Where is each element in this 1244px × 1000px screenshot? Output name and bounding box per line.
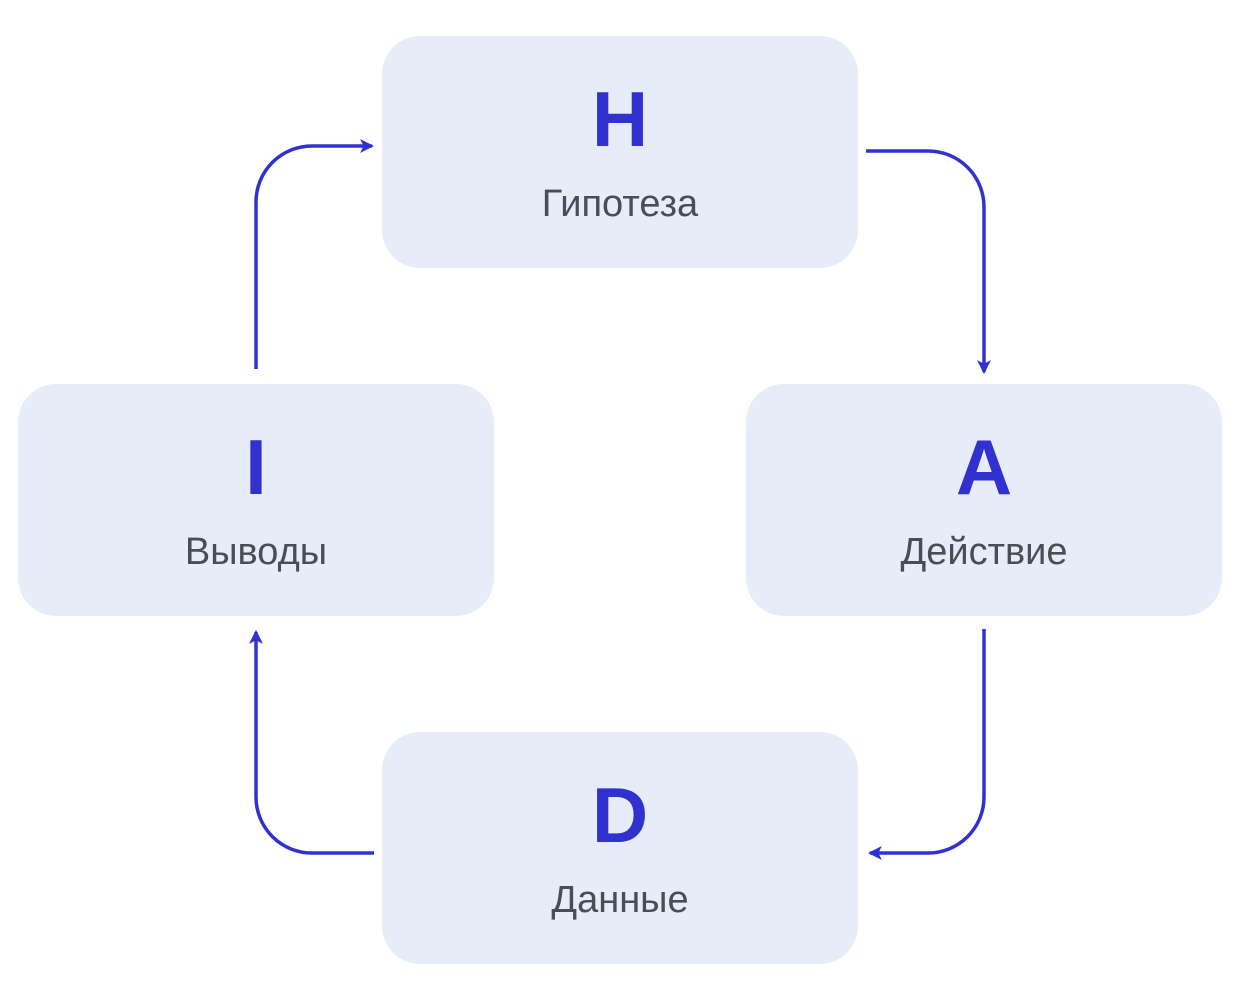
node-action: A Действие	[746, 384, 1222, 616]
node-action-letter: A	[955, 423, 1013, 511]
arrow-h-to-a	[866, 149, 991, 375]
node-insights-label: Выводы	[184, 531, 328, 573]
node-hypothesis-label: Гипотеза	[541, 183, 699, 225]
arrow-a-to-d	[867, 629, 986, 860]
node-data-letter: D	[591, 771, 649, 859]
arrow-d-to-i	[249, 629, 374, 855]
node-insights: I Выводы	[18, 384, 494, 616]
node-data-label: Данные	[551, 879, 689, 921]
node-insights-letter: I	[245, 423, 267, 511]
arrow-i-to-h	[254, 139, 375, 369]
node-data: D Данные	[382, 732, 858, 964]
node-hypothesis: H Гипотеза	[382, 36, 858, 268]
node-hypothesis-letter: H	[591, 75, 649, 163]
node-action-label: Действие	[900, 531, 1068, 573]
